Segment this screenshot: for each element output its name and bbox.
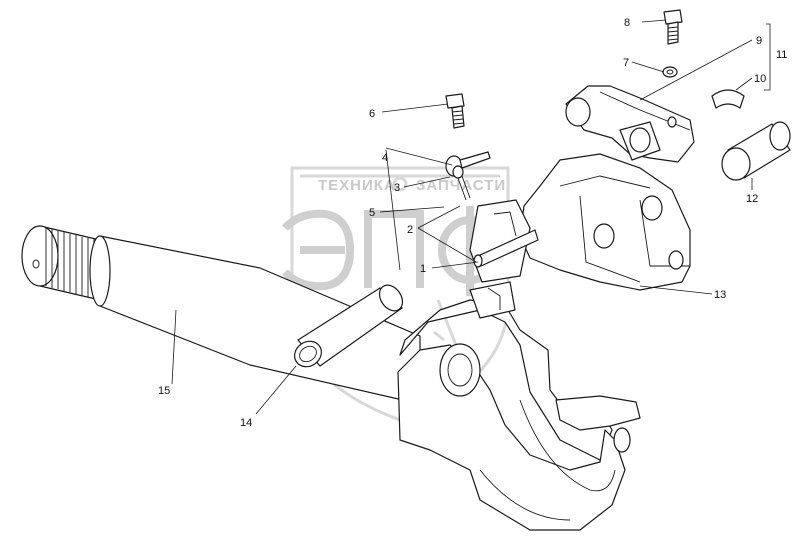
part-15-shaft [21, 225, 421, 405]
callout-10: 10 [754, 73, 766, 85]
part-6-bolt [445, 93, 465, 129]
callout-labels: 1 2 3 4 5 6 7 8 9 10 11 12 13 14 15 [158, 17, 787, 429]
callout-15: 15 [158, 385, 170, 397]
callout-13: 13 [714, 289, 726, 301]
callout-8: 8 [624, 17, 630, 29]
callout-2: 2 [407, 224, 413, 236]
watermark-gear-icon [392, 176, 408, 192]
callout-7: 7 [623, 57, 629, 69]
part-8-bolt [663, 9, 683, 45]
callout-3: 3 [394, 182, 400, 194]
callout-14: 14 [240, 417, 252, 429]
callout-4: 4 [382, 152, 388, 164]
part-3-cotter-pin [452, 165, 471, 201]
part-12-bushing [721, 121, 791, 181]
part-13-housing [469, 153, 691, 291]
hook-body [397, 281, 641, 531]
callout-12: 12 [746, 193, 758, 205]
callout-5: 5 [369, 207, 375, 219]
callout-6: 6 [369, 108, 375, 120]
leader-lines [171, 19, 771, 415]
callout-1: 1 [420, 263, 426, 275]
part-9-lever [565, 85, 695, 163]
callout-9: 9 [756, 35, 762, 47]
part-10-half-bushing [711, 89, 745, 109]
watermark-text-left: ТЕХНИКА [318, 177, 396, 194]
callout-11: 11 [776, 49, 787, 61]
part-7-nut [662, 66, 678, 78]
part-14-pin [294, 284, 404, 368]
